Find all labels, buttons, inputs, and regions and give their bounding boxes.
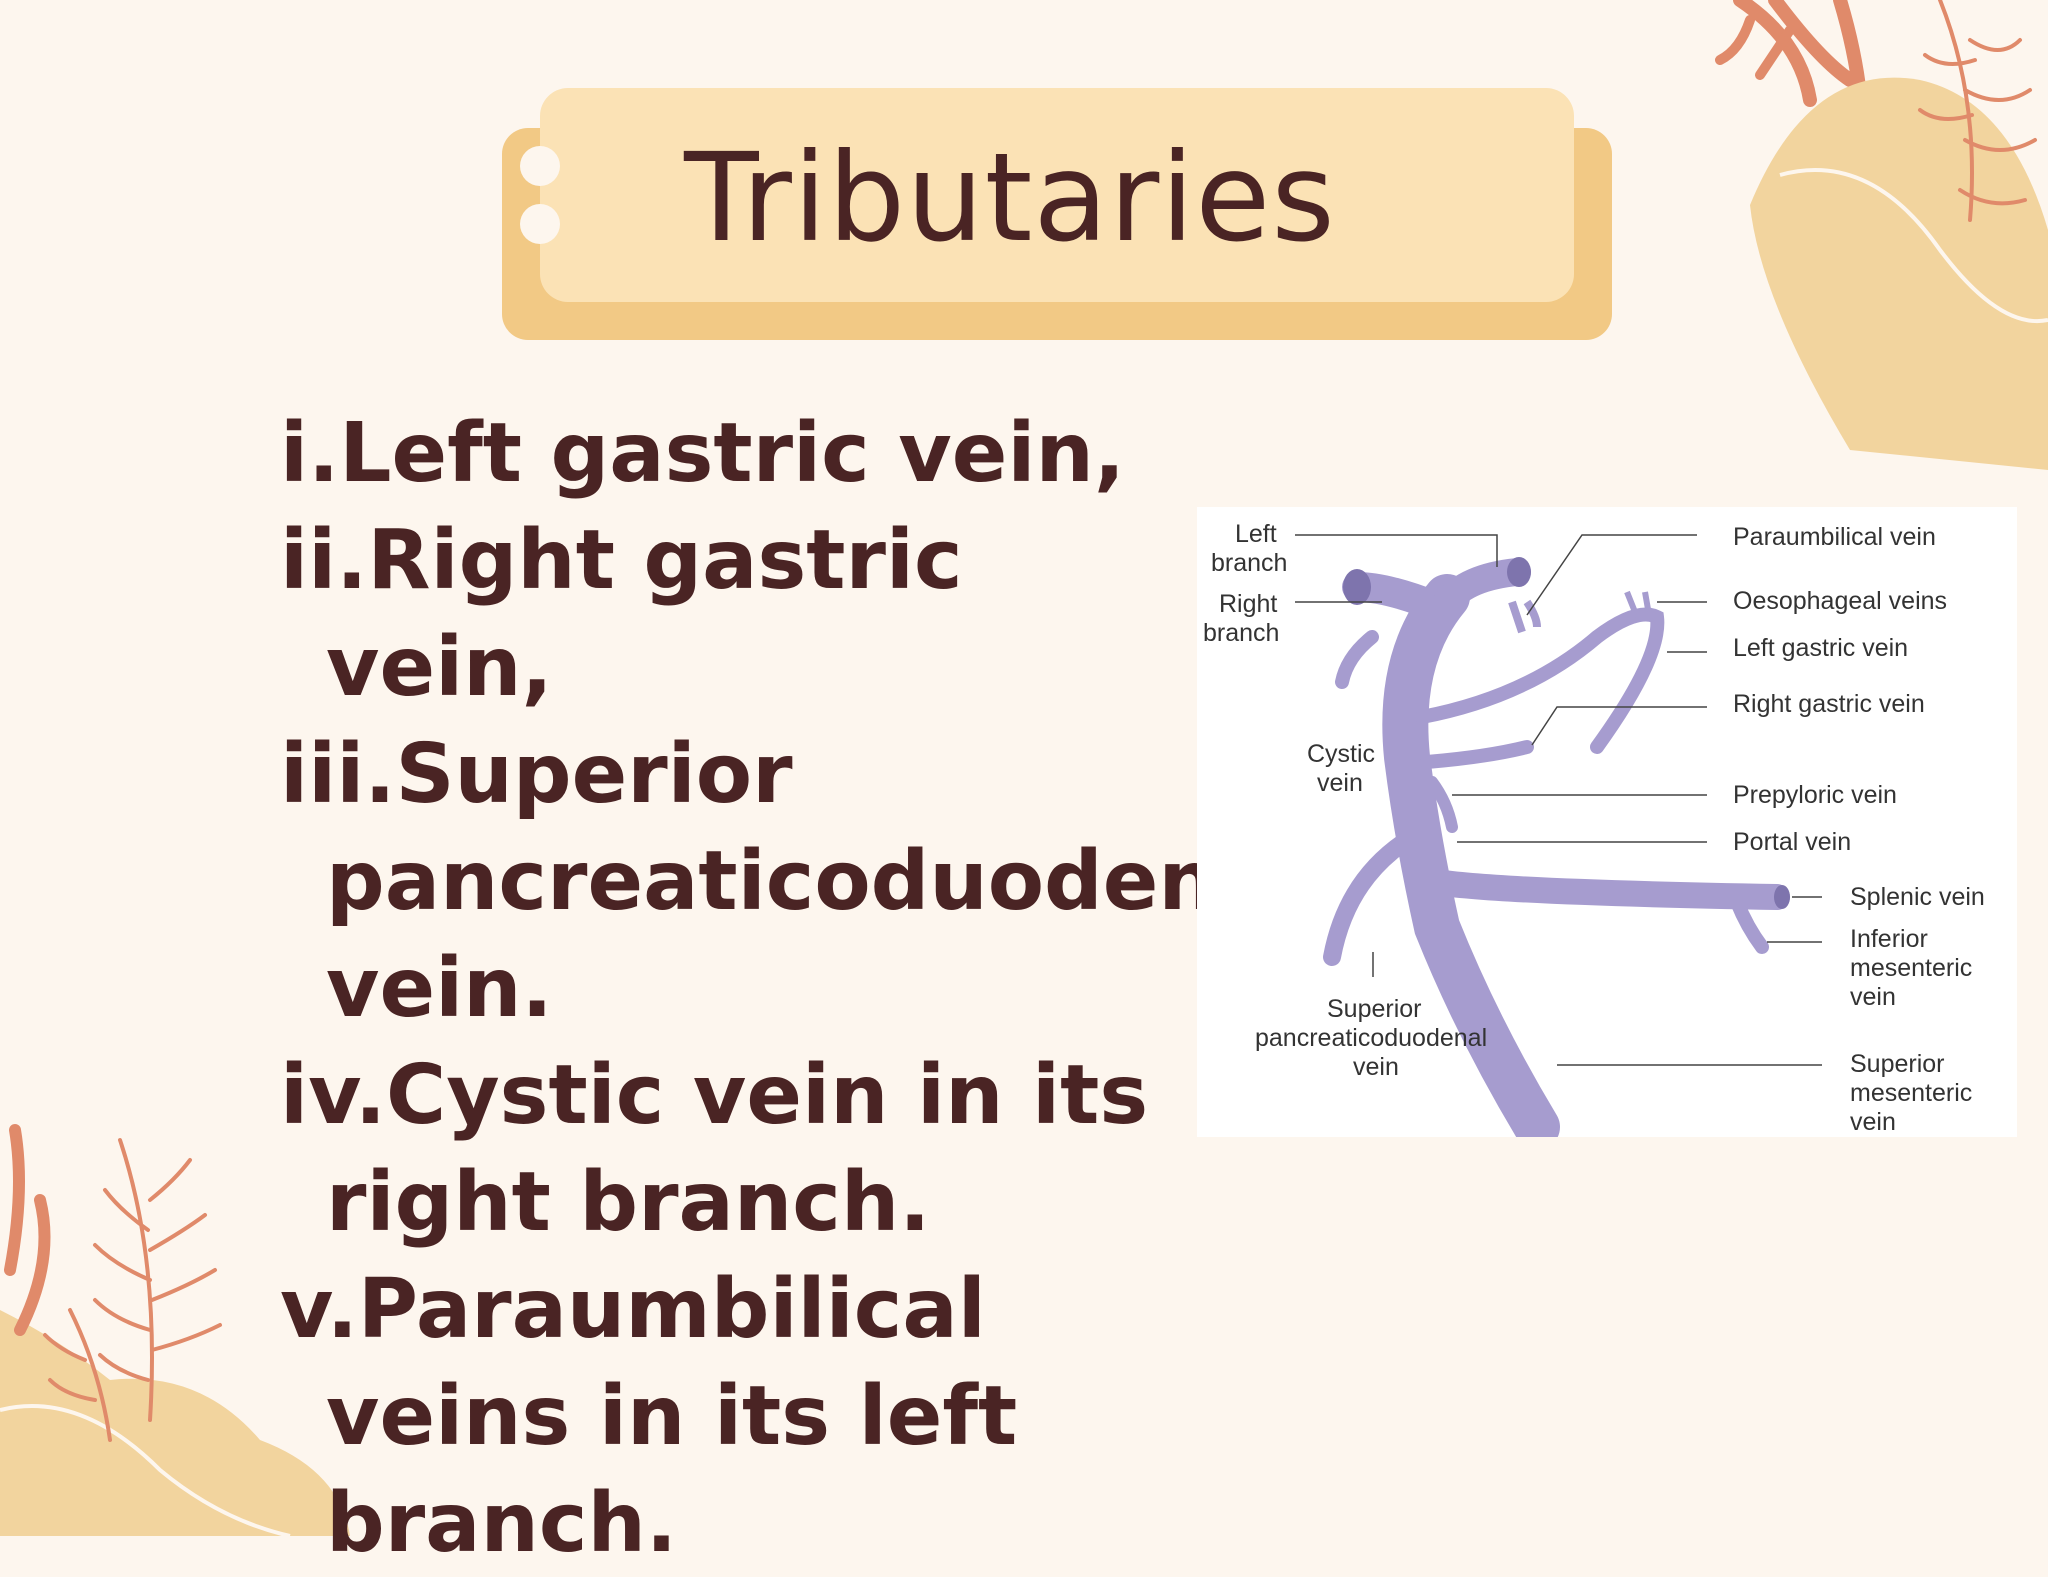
label-spd-1: Superior (1327, 995, 1422, 1023)
label-sme-2: mesenteric (1850, 1079, 1972, 1107)
label-oesophageal: Oesophageal veins (1733, 587, 1947, 615)
inferior-mesenteric-vein-shape (1730, 895, 1769, 954)
label-right-branch-2: branch (1203, 619, 1279, 647)
label-left-branch-2: branch (1211, 549, 1287, 577)
list-item: ii.Right gastric vein, (280, 513, 963, 715)
tributary-list: i.Left gastric vein, ii.Right gastric ve… (280, 400, 1301, 1577)
list-item: v.Paraumbilical veins in its left branch… (280, 1262, 1018, 1571)
left-branch-shape (1433, 558, 1531, 616)
portal-vein-diagram: Left branch Right branch Cystic vein Sup… (1197, 507, 2017, 1137)
portal-vein-shape (1382, 574, 1560, 1137)
label-left-branch-1: Left (1235, 520, 1277, 548)
splenic-vein-shape (1424, 869, 1790, 910)
label-left-gastric: Left gastric vein (1733, 634, 1908, 662)
list-item: iii.Superior pancreaticoduodenal vein. (280, 727, 1301, 1036)
prepyloric-vein-shape (1426, 776, 1458, 833)
right-gastric-vein-shape (1420, 740, 1534, 769)
label-prepyloric: Prepyloric vein (1733, 781, 1897, 809)
left-gastric-vein-shape (1415, 607, 1665, 754)
label-right-gastric: Right gastric vein (1733, 690, 1925, 718)
cystic-vein-shape (1335, 630, 1379, 689)
list-item: i.Left gastric vein, (280, 406, 1125, 501)
label-ime-1: Inferior (1850, 925, 1928, 953)
label-cystic-2: vein (1317, 769, 1363, 797)
label-cystic-1: Cystic (1307, 740, 1375, 768)
label-ime-3: vein (1850, 983, 1896, 1011)
slide-title: Tributaries (684, 127, 1336, 269)
label-portal: Portal vein (1733, 828, 1851, 856)
decor-bottom-left (0, 1124, 350, 1536)
superior-pancreaticoduodenal-vein-shape (1323, 828, 1421, 966)
label-spd-2: pancreaticoduodenal (1255, 1024, 1487, 1052)
label-right-branch-1: Right (1219, 590, 1277, 618)
label-sme-3: vein (1850, 1108, 1896, 1136)
label-splenic: Splenic vein (1850, 883, 1985, 911)
label-sme-1: Superior (1850, 1050, 1945, 1078)
decor-top-right (1715, 0, 2048, 470)
title-banner (502, 88, 1612, 340)
label-paraumbilical: Paraumbilical vein (1733, 523, 1936, 551)
label-spd-3: vein (1353, 1053, 1399, 1081)
list-item: iv.Cystic vein in its right branch. (280, 1048, 1149, 1250)
label-ime-2: mesenteric (1850, 954, 1972, 982)
